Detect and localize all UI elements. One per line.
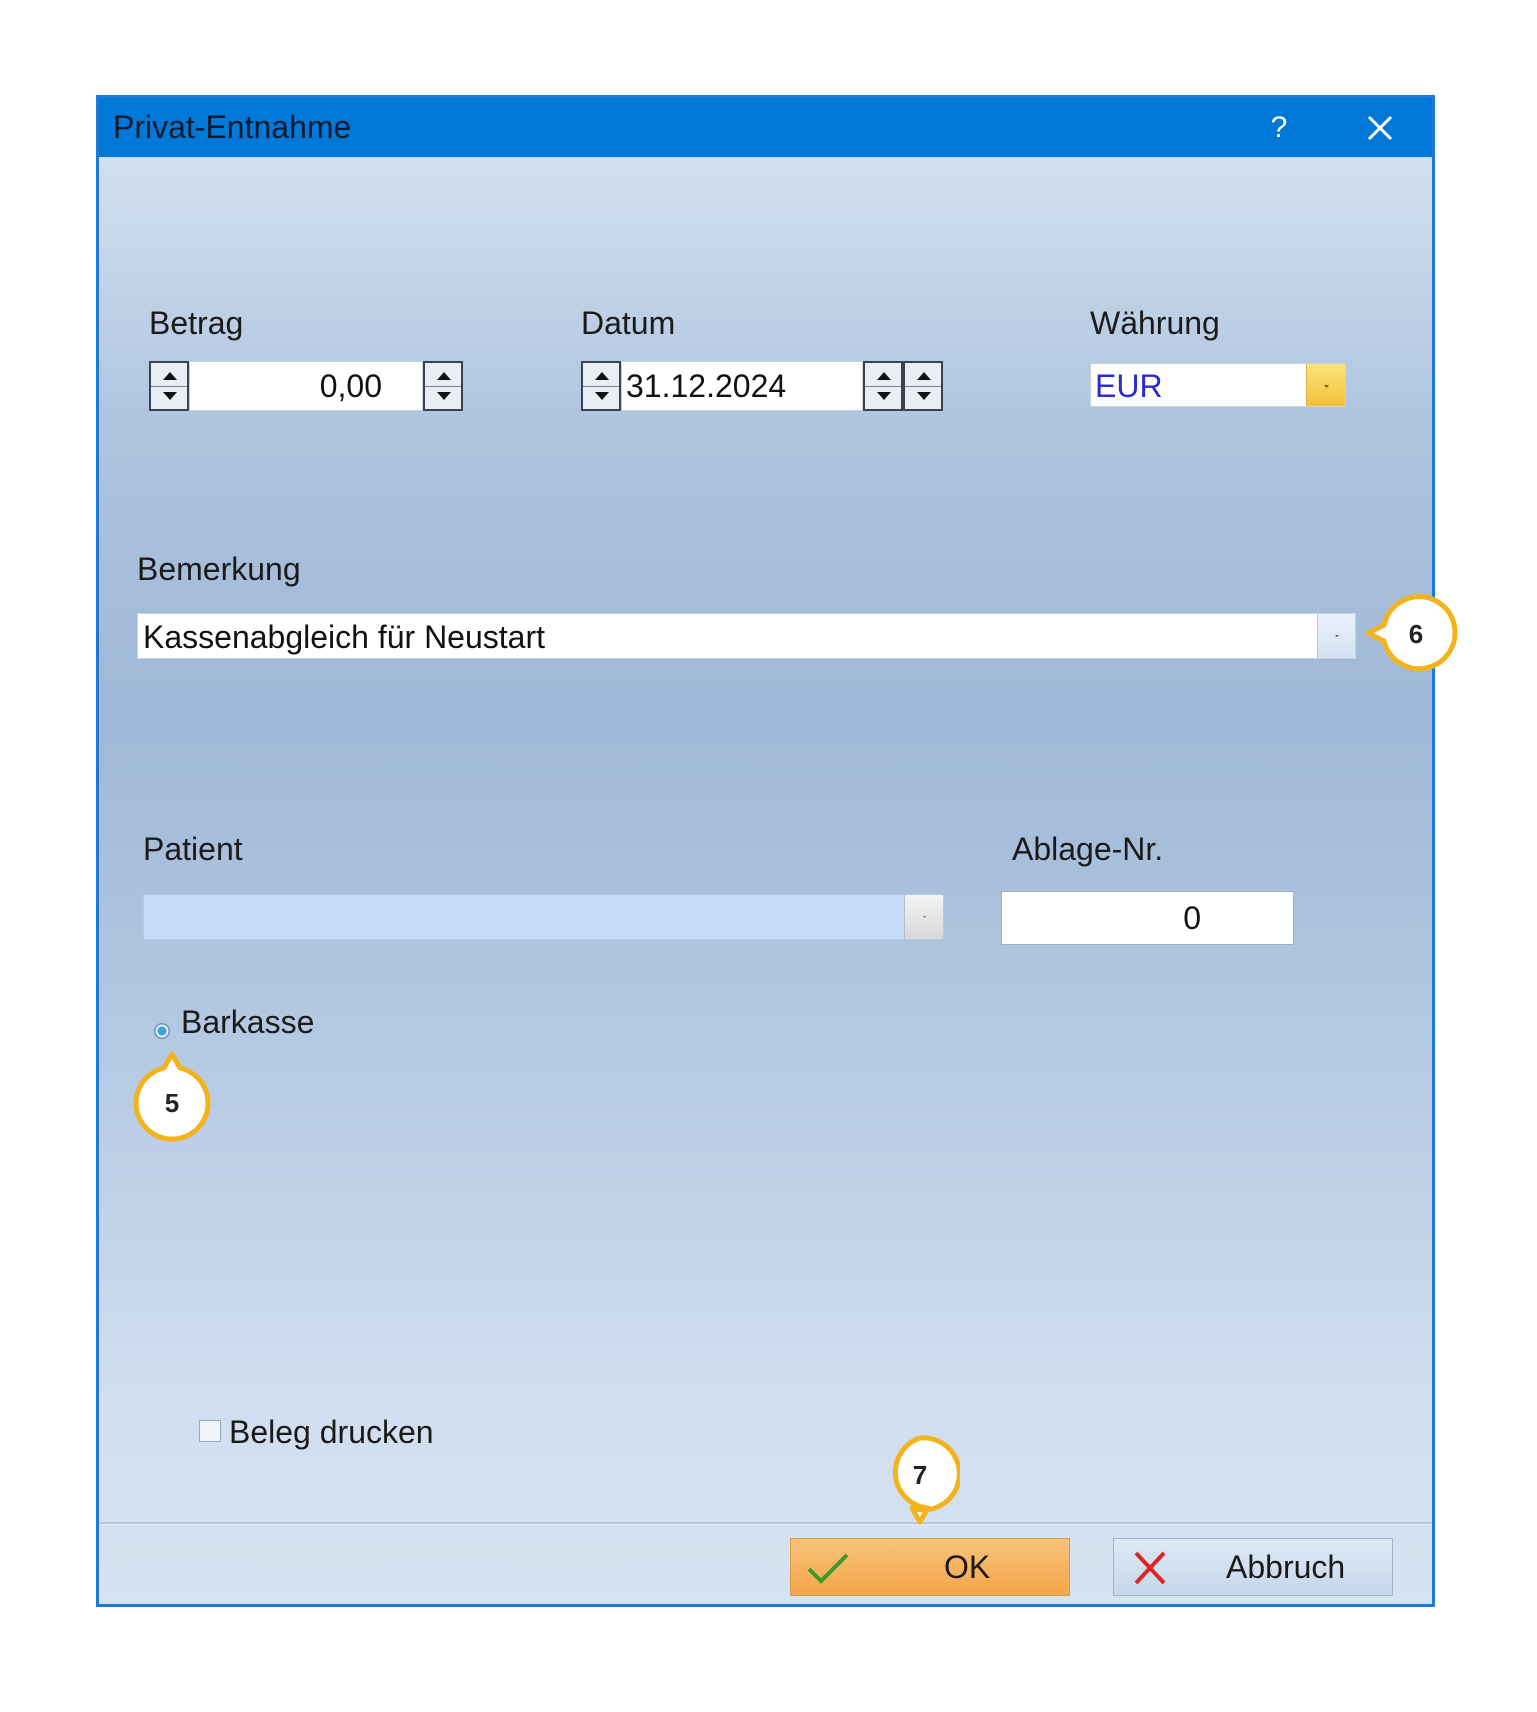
betrag-spin-right[interactable] xyxy=(423,361,463,411)
beleg-drucken-label[interactable]: Beleg drucken xyxy=(229,1414,434,1450)
callout-7: 7 xyxy=(880,1434,962,1530)
ablage-input[interactable]: 0 xyxy=(1001,891,1294,945)
datum-spin-year[interactable] xyxy=(903,361,943,411)
privat-entnahme-dialog: Privat-Entnahme ? Betrag 0,00 Datum 31.1… xyxy=(96,95,1435,1607)
betrag-increment-button[interactable] xyxy=(151,363,187,387)
datum-value: 31.12.2024 xyxy=(626,368,787,404)
patient-label: Patient xyxy=(143,831,243,867)
button-area-divider xyxy=(99,1522,1432,1525)
callout-7-text: 7 xyxy=(913,1460,927,1490)
datum-year-up-button[interactable] xyxy=(905,363,941,387)
callout-6: 6 xyxy=(1358,593,1458,673)
datum-label: Datum xyxy=(581,305,676,341)
beleg-drucken-checkbox[interactable] xyxy=(199,1420,221,1442)
spin-arrows-icon xyxy=(917,372,931,400)
bemerkung-label: Bemerkung xyxy=(137,551,301,587)
ablage-value: 0 xyxy=(1183,900,1201,936)
datum-input[interactable]: 31.12.2024 xyxy=(621,361,863,411)
betrag-right-increment-button[interactable] xyxy=(425,363,461,387)
patient-dropdown-button[interactable] xyxy=(904,895,943,939)
dropdown-arrow-icon xyxy=(1324,385,1329,388)
waehrung-dropdown-button[interactable] xyxy=(1306,364,1345,406)
ok-button[interactable]: OK xyxy=(790,1538,1070,1596)
checkmark-icon xyxy=(807,1553,849,1584)
dropdown-arrow-icon xyxy=(923,916,926,918)
bemerkung-value: Kassenabgleich für Neustart xyxy=(143,619,545,655)
callout-5: 5 xyxy=(132,1044,212,1144)
waehrung-value: EUR xyxy=(1095,368,1163,404)
patient-combobox[interactable] xyxy=(143,894,944,940)
spin-arrows-icon xyxy=(595,372,609,400)
spin-arrows-icon xyxy=(163,372,177,400)
x-icon xyxy=(1134,1551,1166,1585)
callout-6-text: 6 xyxy=(1409,619,1423,649)
cancel-button-label: Abbruch xyxy=(1226,1549,1346,1585)
datum-increment-button[interactable] xyxy=(583,363,619,387)
betrag-label: Betrag xyxy=(149,305,244,341)
betrag-spin-left[interactable] xyxy=(149,361,189,411)
barkasse-radio[interactable] xyxy=(154,1023,170,1039)
betrag-value: 0,00 xyxy=(319,368,382,404)
betrag-input[interactable]: 0,00 xyxy=(189,361,423,411)
help-button[interactable]: ? xyxy=(1270,111,1288,144)
ablage-label: Ablage-Nr. xyxy=(1012,831,1164,867)
spin-arrows-icon xyxy=(877,372,891,400)
dropdown-arrow-icon xyxy=(1335,635,1339,637)
cancel-button[interactable]: Abbruch xyxy=(1113,1538,1393,1596)
title-bar: Privat-Entnahme ? xyxy=(99,98,1432,157)
close-button[interactable] xyxy=(1355,98,1405,157)
bemerkung-combobox[interactable]: Kassenabgleich für Neustart xyxy=(137,613,1356,659)
spin-arrows-icon xyxy=(437,372,451,400)
waehrung-label: Währung xyxy=(1090,305,1220,341)
datum-month-up-button[interactable] xyxy=(865,363,901,387)
waehrung-select[interactable]: EUR xyxy=(1090,363,1346,407)
datum-spin-month[interactable] xyxy=(863,361,903,411)
ok-button-label: OK xyxy=(944,1549,991,1585)
barkasse-label[interactable]: Barkasse xyxy=(181,1004,315,1040)
datum-spin-left[interactable] xyxy=(581,361,621,411)
close-icon xyxy=(1367,115,1393,141)
bemerkung-dropdown-button[interactable] xyxy=(1317,614,1355,658)
callout-5-text: 5 xyxy=(165,1088,179,1118)
window-title: Privat-Entnahme xyxy=(113,109,352,145)
